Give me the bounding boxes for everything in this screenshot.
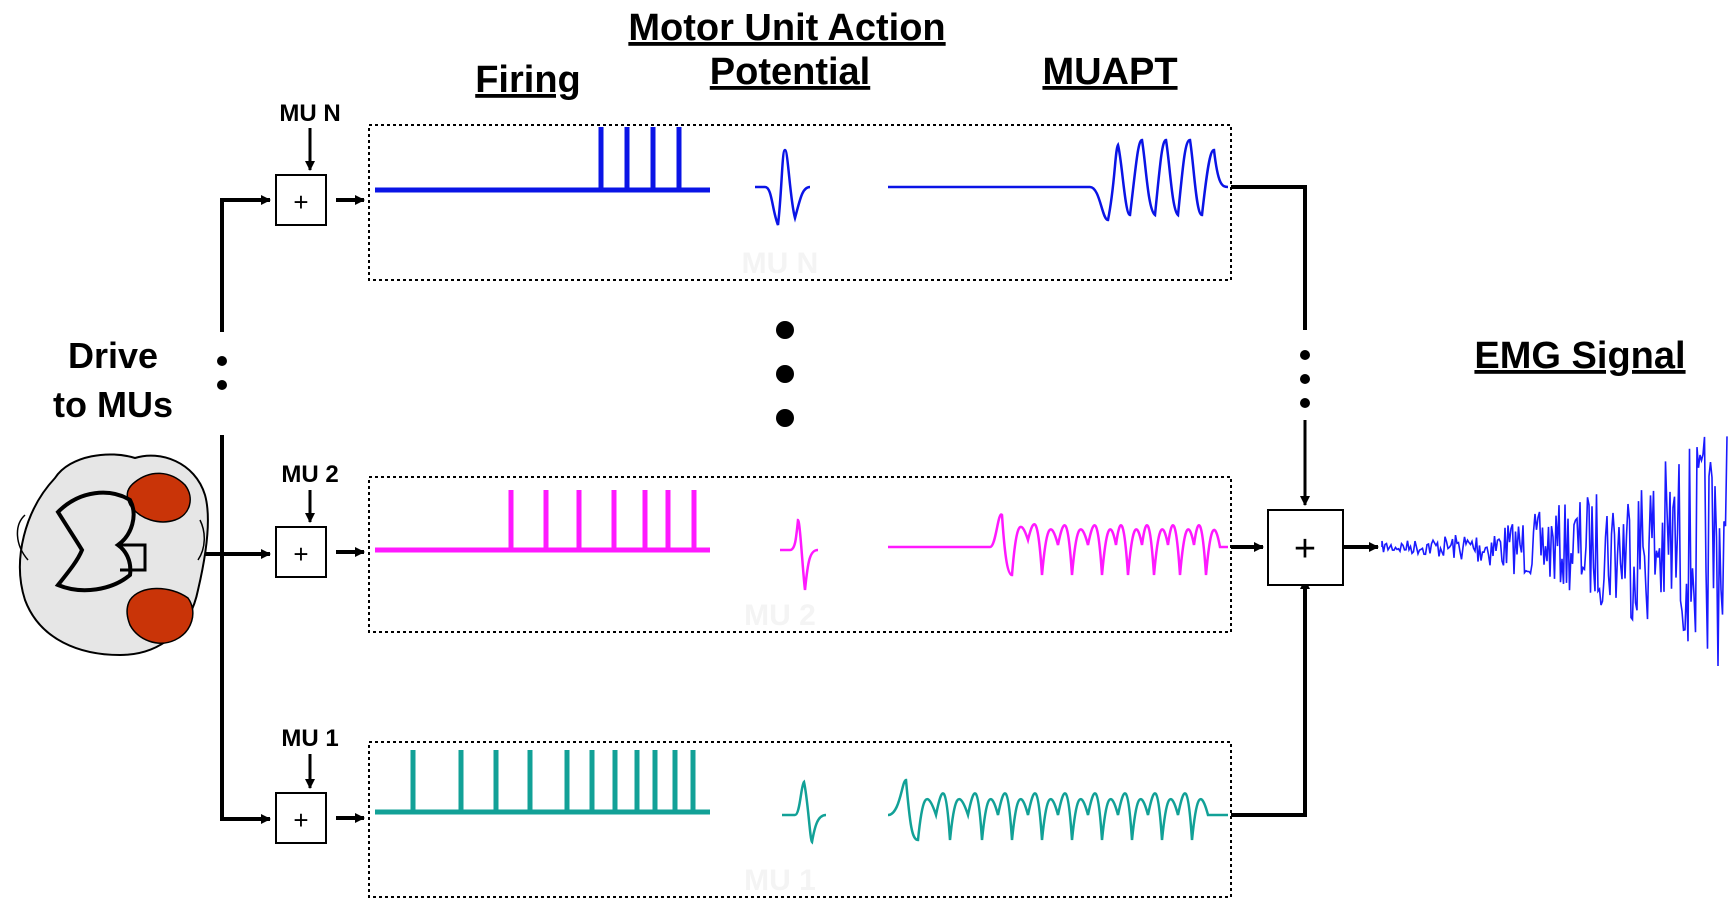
row-ellipsis: [776, 321, 794, 427]
mu-2-row: MU 2 + MU 2: [275, 461, 1264, 633]
header-muapt: MUAPT: [1042, 51, 1177, 93]
summation-node: +: [1267, 350, 1379, 586]
header-muap-line2: Potential: [710, 51, 870, 93]
mu-2-summer-symbol: +: [293, 539, 308, 569]
mu-n-summer-symbol: +: [293, 187, 308, 217]
summing-junction-icon: [1267, 509, 1344, 586]
mu-2-panel: [368, 476, 1232, 633]
final-summer-symbol: +: [1294, 528, 1316, 570]
summing-junction-icon: [275, 526, 327, 578]
mu-1-summer-symbol: +: [293, 805, 308, 835]
mu-1-label: MU 1: [281, 725, 338, 752]
emg-signal-waveform: [1381, 436, 1728, 667]
mu-2-firing-train: [375, 490, 710, 553]
mu-n-ghost-label: MU N: [742, 247, 819, 280]
summing-junction-icon: [275, 174, 327, 226]
mu-1-action-potential: [782, 779, 827, 845]
mu-n-panel: [368, 124, 1232, 281]
mu-n-label: MU N: [279, 100, 340, 127]
drive-label-line1: Drive: [68, 335, 158, 376]
header-muap-line1: Motor Unit Action: [628, 7, 945, 49]
header-firing: Firing: [475, 59, 581, 101]
mu-n-row: MU N + MU N: [275, 100, 1307, 330]
mu-1-ghost-label: MU 1: [744, 864, 816, 897]
mu-1-firing-train: [375, 750, 710, 815]
drive-branch-lines: [205, 195, 271, 824]
mu-1-panel: [368, 741, 1232, 898]
mu-2-label: MU 2: [281, 461, 338, 488]
summing-junction-icon: [275, 792, 327, 844]
mu-n-firing-train: [375, 127, 710, 193]
mu-1-row: MU 1 + MU 1: [275, 579, 1310, 898]
spinal-cord-cross-section-icon: [16, 453, 209, 657]
mu-2-action-potential: [780, 518, 819, 591]
mu-n-action-potential: [755, 148, 811, 226]
mu-1-muapt: [887, 778, 1228, 842]
header-emg-signal: EMG Signal: [1474, 335, 1685, 377]
mu-n-muapt: [888, 138, 1229, 222]
mu-2-ghost-label: MU 2: [744, 599, 816, 632]
drive-label-line2: to MUs: [53, 384, 173, 425]
mu-2-muapt: [888, 513, 1228, 577]
drive-ellipsis: [217, 356, 227, 390]
